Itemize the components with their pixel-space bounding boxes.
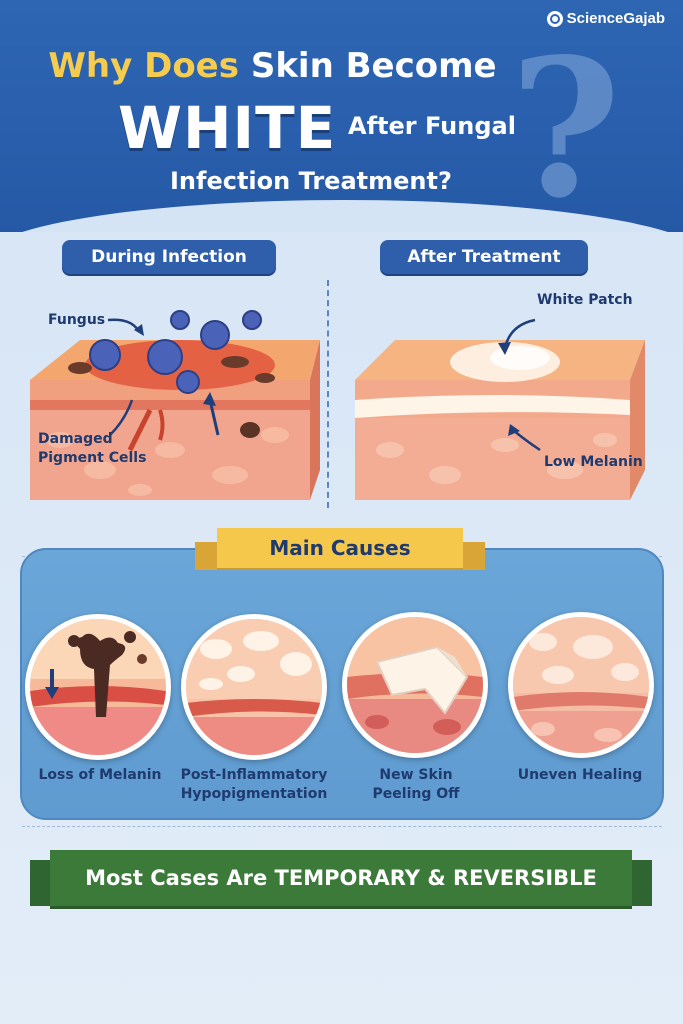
- white-patch-label: White Patch: [537, 292, 633, 308]
- title-highlight: Why Does: [48, 46, 239, 86]
- cause-label-1: Loss of Melanin: [38, 767, 162, 783]
- during-infection-heading: During Infection: [62, 240, 276, 274]
- brand-logo-icon: [546, 10, 563, 27]
- main-causes-ribbon: Main Causes: [195, 528, 485, 576]
- brand: ScienceGajab: [546, 10, 665, 27]
- dashed-divider-bottom: [22, 826, 662, 827]
- low-melanin-label: Low Melanin: [544, 454, 643, 470]
- header: ? ScienceGajab Why Does Skin Become WHIT…: [0, 0, 683, 232]
- healed-skin-illustration: [355, 318, 645, 500]
- title-line-1-rest: Skin Become: [250, 46, 497, 86]
- title-big-word: WHITE: [118, 94, 337, 162]
- question-mark-icon: ?: [509, 17, 621, 232]
- melanin-loss-icon: [25, 614, 171, 760]
- uneven-healing-icon: [508, 612, 654, 758]
- after-treatment-heading: After Treatment: [380, 240, 588, 274]
- hypopigmentation-icon: [181, 614, 327, 760]
- cause-label-4: Uneven Healing: [517, 767, 643, 783]
- reassurance-banner: Most Cases Are TEMPORARY & REVERSIBLE: [30, 850, 652, 910]
- fungus-label: Fungus: [48, 312, 106, 328]
- peeling-skin-icon: [342, 612, 488, 758]
- brand-name: ScienceGajab: [566, 10, 665, 27]
- title-line-2: After Fungal: [348, 112, 516, 140]
- section-divider: [327, 280, 329, 508]
- cause-label-2: Post-Inflammatory Hypopigmentation: [180, 767, 328, 802]
- infected-skin-illustration: [30, 310, 320, 500]
- title-line-1: Why Does Skin Become: [0, 46, 545, 86]
- cause-label-3: New Skin Peeling Off: [372, 767, 460, 802]
- title-line-3: Infection Treatment?: [170, 167, 452, 195]
- main-causes-heading: Main Causes: [217, 528, 463, 568]
- damaged-pigment-label: Damaged Pigment Cells: [38, 431, 147, 466]
- banner-text: Most Cases Are TEMPORARY & REVERSIBLE: [50, 850, 632, 906]
